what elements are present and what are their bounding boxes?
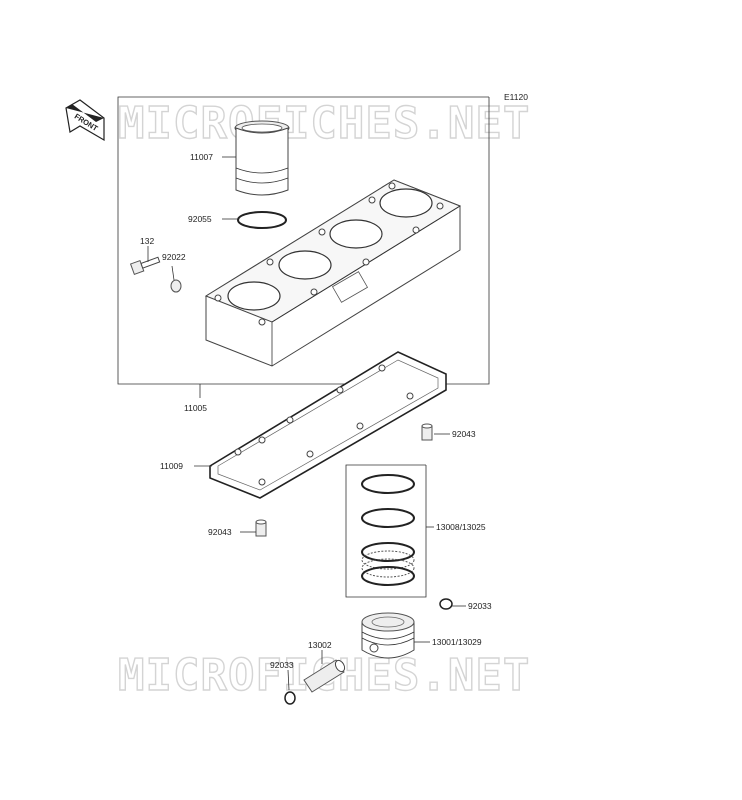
label-13008-13025: 13008/13025 (436, 522, 486, 532)
circlip-part-left (284, 691, 296, 705)
watermark-top: MICROFICHES.NET (118, 98, 530, 149)
dowel-pin-part-upper (421, 423, 433, 441)
label-92055: 92055 (188, 214, 212, 224)
label-92043-upper: 92043 (452, 429, 476, 439)
piston-ring-group-frame (345, 464, 427, 598)
label-92033-right: 92033 (468, 601, 492, 611)
label-13001-13029: 13001/13029 (432, 637, 482, 647)
cylinder-liner-part (234, 120, 290, 196)
label-92033-left: 92033 (270, 660, 294, 670)
cylinder-block-part (204, 179, 462, 367)
front-arrow-icon: FRONT (65, 99, 105, 142)
label-11007: 11007 (190, 152, 213, 162)
piston-part (361, 612, 415, 659)
dowel-pin-part-lower (255, 519, 267, 537)
label-92043-lower: 92043 (208, 527, 232, 537)
label-11009: 11009 (160, 461, 183, 471)
diagram-code: E1120 (504, 92, 528, 102)
cylinder-gasket-part (209, 351, 447, 499)
leader-92033-left (287, 669, 290, 691)
label-13002: 13002 (308, 640, 332, 650)
leader-92022 (171, 265, 175, 281)
cylinder-group-frame (117, 96, 490, 385)
label-132: 132 (140, 236, 154, 246)
o-ring-part (237, 211, 287, 229)
label-92022: 92022 (162, 252, 186, 262)
circlip-part-right (439, 598, 453, 610)
piston-rings-part (361, 474, 415, 586)
label-11005: 11005 (184, 403, 207, 413)
piston-pin-part (303, 659, 346, 693)
bolt-part (129, 256, 161, 275)
washer-part (170, 279, 182, 293)
